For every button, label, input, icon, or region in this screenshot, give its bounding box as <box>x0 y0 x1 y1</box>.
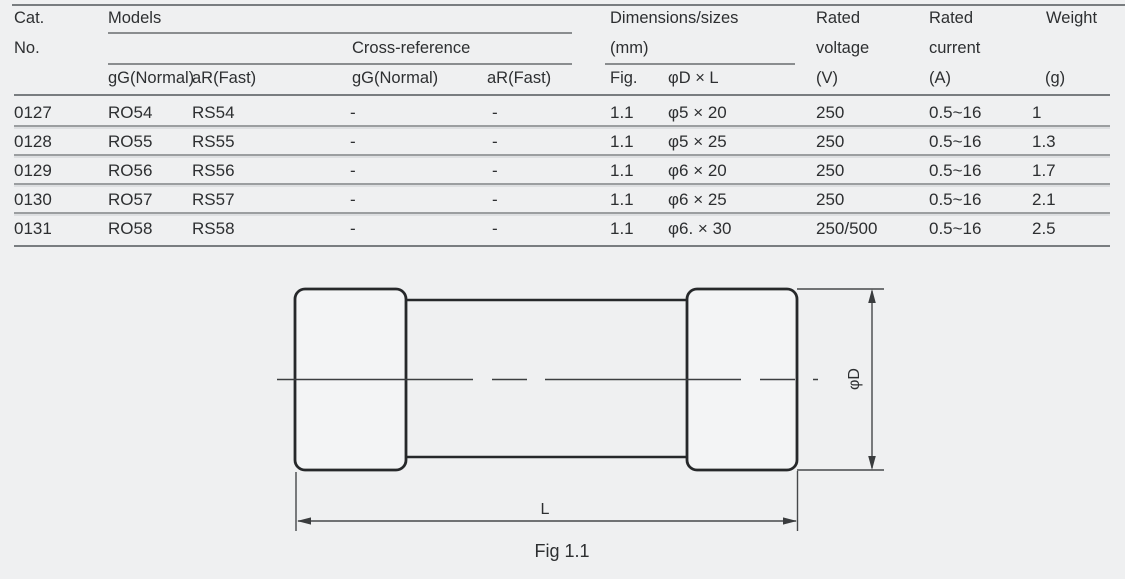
cell-voltage: 250 <box>816 160 845 180</box>
cell-voltage: 250 <box>816 189 845 209</box>
cell-model-gg: RO54 <box>108 102 153 122</box>
cell-xref-ar: - <box>492 160 498 180</box>
col-header-weight: Weight <box>1046 9 1098 27</box>
cell-model-ar: RS54 <box>192 102 235 122</box>
col-header-models: Models <box>108 9 162 27</box>
header-bottom-border <box>14 93 1110 96</box>
subheader-xref-ar: aR(Fast) <box>487 69 552 87</box>
cell-xref-ar: - <box>492 189 498 209</box>
diameter-arrow-up <box>868 289 876 303</box>
models-underline <box>108 32 572 34</box>
cell-xref-gg: - <box>350 189 356 209</box>
table-row: 0130 RO57 RS57 - - 1.1 φ6 × 25 250 0.5~16 2.1 <box>0 190 1125 210</box>
cell-cat-no: 0128 <box>14 131 52 151</box>
subheader-voltage-unit: (V) <box>816 69 838 87</box>
cell-dimensions: φ6 × 20 <box>668 160 727 180</box>
cell-current: 0.5~16 <box>929 102 982 122</box>
cell-xref-gg: - <box>350 218 356 238</box>
col-header-mm: (mm) <box>610 39 649 57</box>
cell-dimensions: φ6 × 25 <box>668 189 727 209</box>
cell-fig: 1.1 <box>610 160 634 180</box>
cell-xref-ar: - <box>492 102 498 122</box>
cell-current: 0.5~16 <box>929 218 982 238</box>
length-arrow-left <box>297 517 311 525</box>
table-bottom-border <box>14 245 1110 247</box>
col-header-no: No. <box>14 39 40 57</box>
cell-cat-no: 0131 <box>14 218 52 238</box>
col-header-rated-current: Rated <box>929 9 974 27</box>
cell-current: 0.5~16 <box>929 160 982 180</box>
cell-weight: 1.7 <box>1032 160 1056 180</box>
cell-cat-no: 0127 <box>14 102 52 122</box>
diameter-arrow-down <box>868 456 876 470</box>
cell-cat-no: 0130 <box>14 189 52 209</box>
dimensions-underline <box>605 63 795 65</box>
cell-dimensions: φ5 × 20 <box>668 102 727 122</box>
table-row: 0128 RO55 RS55 - - 1.1 φ5 × 25 250 0.5~16 1.3 <box>0 132 1125 152</box>
cell-weight: 2.1 <box>1032 189 1056 209</box>
cell-weight: 2.5 <box>1032 218 1056 238</box>
cell-current: 0.5~16 <box>929 189 982 209</box>
cell-weight: 1 <box>1032 102 1042 122</box>
cell-cat-no: 0129 <box>14 160 52 180</box>
figure-caption: Fig 1.1 <box>534 541 589 561</box>
cell-voltage: 250/500 <box>816 218 878 238</box>
cell-xref-gg: - <box>350 102 356 122</box>
subheader-fig: Fig. <box>610 69 638 87</box>
cell-weight: 1.3 <box>1032 131 1056 151</box>
col-header-dimensions: Dimensions/sizes <box>610 9 739 27</box>
table-row: 0131 RO58 RS58 - - 1.1 φ6. × 30 250/500 0.5~16 2.… <box>0 219 1125 239</box>
cell-fig: 1.1 <box>610 189 634 209</box>
crossref-underline <box>108 63 572 65</box>
row-separator-2 <box>14 154 1110 156</box>
table-row: 0127 RO54 RS54 - - 1.1 φ5 × 20 250 0.5~16 1 <box>0 103 1125 123</box>
col-header-cross-reference: Cross-reference <box>352 39 471 57</box>
col-header-cat: Cat. <box>14 9 45 27</box>
cell-fig: 1.1 <box>610 102 634 122</box>
cell-current: 0.5~16 <box>929 131 982 151</box>
cell-model-gg: RO56 <box>108 160 153 180</box>
cell-xref-gg: - <box>350 131 356 151</box>
cell-xref-ar: - <box>492 218 498 238</box>
diameter-dim-label: φD <box>846 368 863 390</box>
col-header-voltage-word: voltage <box>816 39 870 57</box>
table-row: 0129 RO56 RS56 - - 1.1 φ6 × 20 250 0.5~16 1.7 <box>0 161 1125 181</box>
cell-fig: 1.1 <box>610 131 634 151</box>
col-header-current-word: current <box>929 39 981 57</box>
cell-fig: 1.1 <box>610 218 634 238</box>
subheader-current-unit: (A) <box>929 69 951 87</box>
subheader-d-x-l: φD × L <box>668 69 719 87</box>
subheader-models-gg: gG(Normal) <box>108 69 195 87</box>
cell-model-ar: RS58 <box>192 218 235 238</box>
row-separator-4 <box>14 212 1110 214</box>
cell-dimensions: φ6. × 30 <box>668 218 732 238</box>
cell-dimensions: φ5 × 25 <box>668 131 727 151</box>
cell-xref-ar: - <box>492 131 498 151</box>
subheader-xref-gg: gG(Normal) <box>352 69 439 87</box>
cell-voltage: 250 <box>816 102 845 122</box>
cell-model-ar: RS56 <box>192 160 235 180</box>
length-arrow-right <box>783 517 797 525</box>
cell-xref-gg: - <box>350 160 356 180</box>
row-separator-3 <box>14 183 1110 185</box>
cell-model-gg: RO58 <box>108 218 153 238</box>
row-separator-1 <box>14 125 1110 127</box>
cell-voltage: 250 <box>816 131 845 151</box>
cell-model-ar: RS57 <box>192 189 235 209</box>
subheader-models-ar: aR(Fast) <box>192 69 257 87</box>
col-header-rated-voltage: Rated <box>816 9 861 27</box>
subheader-weight-unit: (g) <box>1045 69 1066 87</box>
cell-model-gg: RO55 <box>108 131 153 151</box>
cell-model-gg: RO57 <box>108 189 153 209</box>
cell-model-ar: RS55 <box>192 131 235 151</box>
length-dim-label: L <box>541 501 550 518</box>
table-top-border <box>12 4 1125 6</box>
